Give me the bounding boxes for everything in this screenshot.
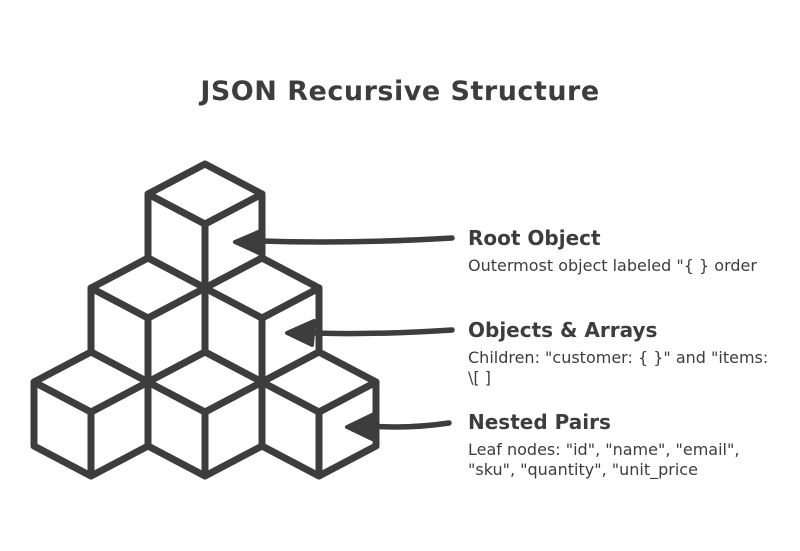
annotation-description: Outermost object labeled "{ } order xyxy=(468,256,780,276)
arrow-nested-pairs xyxy=(345,412,452,441)
annotation-line: \[ ] xyxy=(468,368,491,387)
annotation-heading: Nested Pairs xyxy=(468,410,611,434)
annotation-heading: Objects & Arrays xyxy=(468,318,658,342)
annotation-line: Outermost object labeled "{ } order xyxy=(468,256,757,275)
annotation-line: "sku", "quantity", "unit_price xyxy=(468,460,698,479)
annotation-root-object: Root Object Outermost object labeled "{ … xyxy=(468,226,780,276)
cube-bottom-left xyxy=(30,348,152,480)
cube-bottom-right xyxy=(258,348,380,480)
annotation-description: Children: "customer: { }" and "items: \[… xyxy=(468,348,780,388)
cube-bottom-middle xyxy=(144,348,266,480)
annotation-line: Leaf nodes: "id", "name", "email", xyxy=(468,440,740,459)
annotation-line: Children: "customer: { }" and "items: xyxy=(468,348,769,367)
annotation-nested-pairs: Nested Pairs Leaf nodes: "id", "name", "… xyxy=(468,410,780,480)
page-title: JSON Recursive Structure xyxy=(200,76,600,107)
arrow-objects-arrays xyxy=(285,319,455,347)
annotation-heading: Root Object xyxy=(468,226,601,250)
annotation-description: Leaf nodes: "id", "name", "email", "sku"… xyxy=(468,440,780,480)
annotation-objects-arrays: Objects & Arrays Children: "customer: { … xyxy=(468,318,780,388)
cube-middle-left xyxy=(87,254,209,386)
arrow-root-object xyxy=(233,228,455,256)
